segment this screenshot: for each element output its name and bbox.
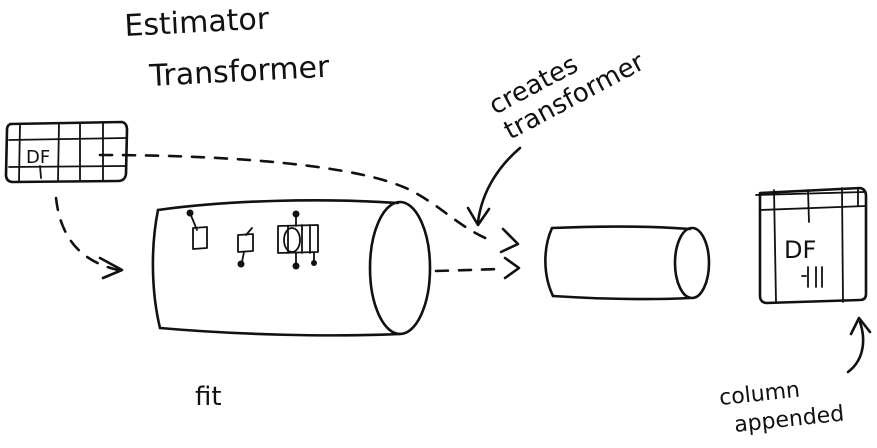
transformer-label: Transformer <box>148 50 331 94</box>
column-appended-arrow <box>848 322 863 372</box>
input-to-estimator-arrow <box>56 198 118 270</box>
input-dataframe-icon: DF <box>6 122 127 182</box>
creates-pointer-arrow <box>478 148 520 222</box>
input-to-transformer-arrow <box>100 155 490 240</box>
output-df-label: DF <box>784 236 816 264</box>
input-df-label: DF <box>26 147 50 168</box>
fit-label: fit <box>195 382 222 412</box>
estimator-cylinder <box>153 200 430 335</box>
estimator-label: Estimator <box>124 1 271 44</box>
estimator-to-transformer-arrow <box>436 269 500 271</box>
output-dataframe-icon: DF <box>756 188 866 303</box>
transformer-cylinder <box>545 227 709 299</box>
column-label: column <box>718 378 801 411</box>
